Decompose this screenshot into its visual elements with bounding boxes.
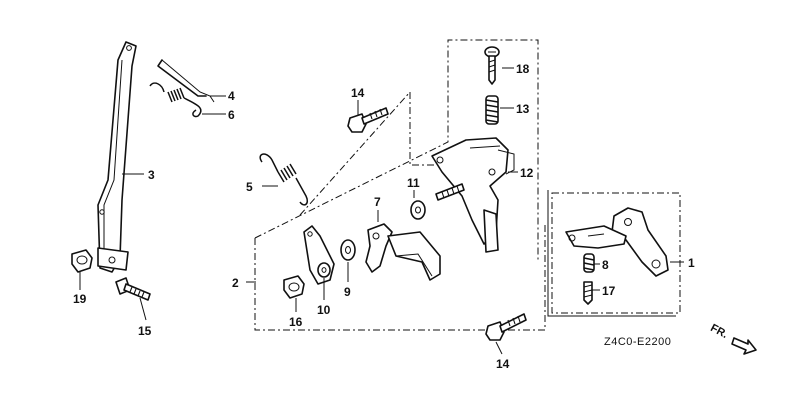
part-18-screw	[484, 46, 500, 85]
front-arrow-icon	[731, 337, 757, 355]
callout-labels: 1 2 3 4 5 6 7 8 9 10 11 12 13 14 14 15 1…	[73, 62, 695, 371]
callout-6: 6	[228, 108, 235, 122]
callout-9: 9	[344, 285, 351, 299]
part-10-lever-plate	[303, 225, 335, 285]
part-11-bolt	[435, 183, 465, 201]
front-label: FR.	[708, 322, 729, 341]
leader-lines	[79, 67, 684, 355]
callout-18: 18	[516, 62, 530, 76]
part-19-nut	[71, 249, 93, 273]
callout-16: 16	[289, 315, 303, 329]
part-16-nut	[283, 275, 305, 299]
part-6-spring	[149, 82, 202, 118]
part-3-lever	[97, 41, 137, 273]
part-15-bolt	[115, 277, 151, 301]
washer-11	[410, 200, 426, 220]
callout-15: 15	[138, 324, 152, 338]
part-13-spring	[485, 95, 499, 125]
callout-4: 4	[228, 89, 235, 103]
callout-14-top: 14	[351, 86, 365, 100]
callout-12: 12	[520, 166, 534, 180]
front-direction-marker: FR.	[708, 322, 757, 355]
part-12-bracket	[431, 137, 515, 253]
part-17-screw	[583, 281, 593, 305]
part-14-bolt-top	[347, 107, 389, 133]
part-4-rod	[157, 59, 215, 103]
diagram-code: Z4C0-E2200	[604, 336, 671, 348]
part-9-washer	[340, 239, 356, 261]
callout-17: 17	[602, 284, 616, 298]
callout-10: 10	[317, 303, 331, 317]
callout-1: 1	[688, 256, 695, 270]
callout-3: 3	[148, 168, 155, 182]
part-1-plate	[565, 207, 669, 277]
callout-13: 13	[516, 102, 530, 116]
part-8-spring	[583, 253, 595, 273]
part-14-bolt-bottom	[485, 313, 527, 341]
assembly-1-boundary	[547, 190, 681, 317]
callout-14-bottom: 14	[496, 357, 510, 371]
callout-11: 11	[407, 176, 420, 190]
part-5-spring	[259, 153, 309, 206]
part-7-arm	[365, 223, 441, 281]
callout-7: 7	[374, 195, 381, 209]
callout-8: 8	[602, 258, 609, 272]
assembly-2-boundary	[254, 39, 546, 331]
callout-19: 19	[73, 292, 87, 306]
callout-2: 2	[232, 276, 239, 290]
callout-5: 5	[246, 180, 253, 194]
